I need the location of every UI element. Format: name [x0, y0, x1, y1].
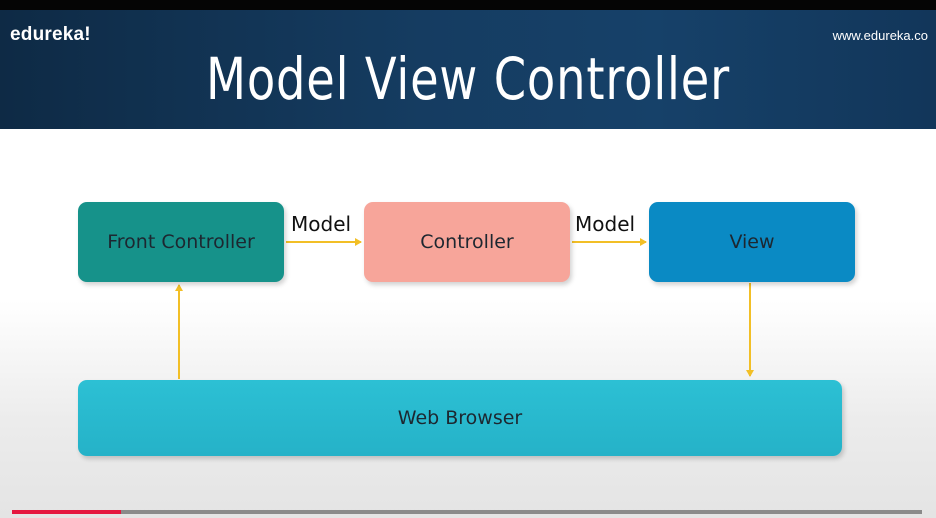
node-front-controller-label: Front Controller	[107, 231, 255, 253]
node-web-browser: Web Browser	[78, 380, 842, 456]
slide-title: Model View Controller	[206, 45, 730, 113]
video-progress-fill	[12, 510, 122, 514]
node-view: View	[649, 202, 855, 282]
slide-header: edureka! www.edureka.co Model View Contr…	[0, 10, 936, 129]
node-web-browser-label: Web Browser	[397, 407, 523, 429]
node-front-controller: Front Controller	[78, 202, 284, 282]
brand-url: www.edureka.co	[832, 28, 928, 43]
top-strip	[0, 0, 936, 10]
edge-label-model-1: Model	[291, 212, 352, 236]
node-controller: Controller	[364, 202, 570, 282]
brand-logo: edureka!	[10, 24, 91, 45]
video-progress-bar[interactable]	[12, 510, 922, 514]
node-controller-label: Controller	[420, 231, 514, 253]
node-view-label: View	[729, 231, 775, 253]
edge-label-model-2: Model	[575, 212, 636, 236]
